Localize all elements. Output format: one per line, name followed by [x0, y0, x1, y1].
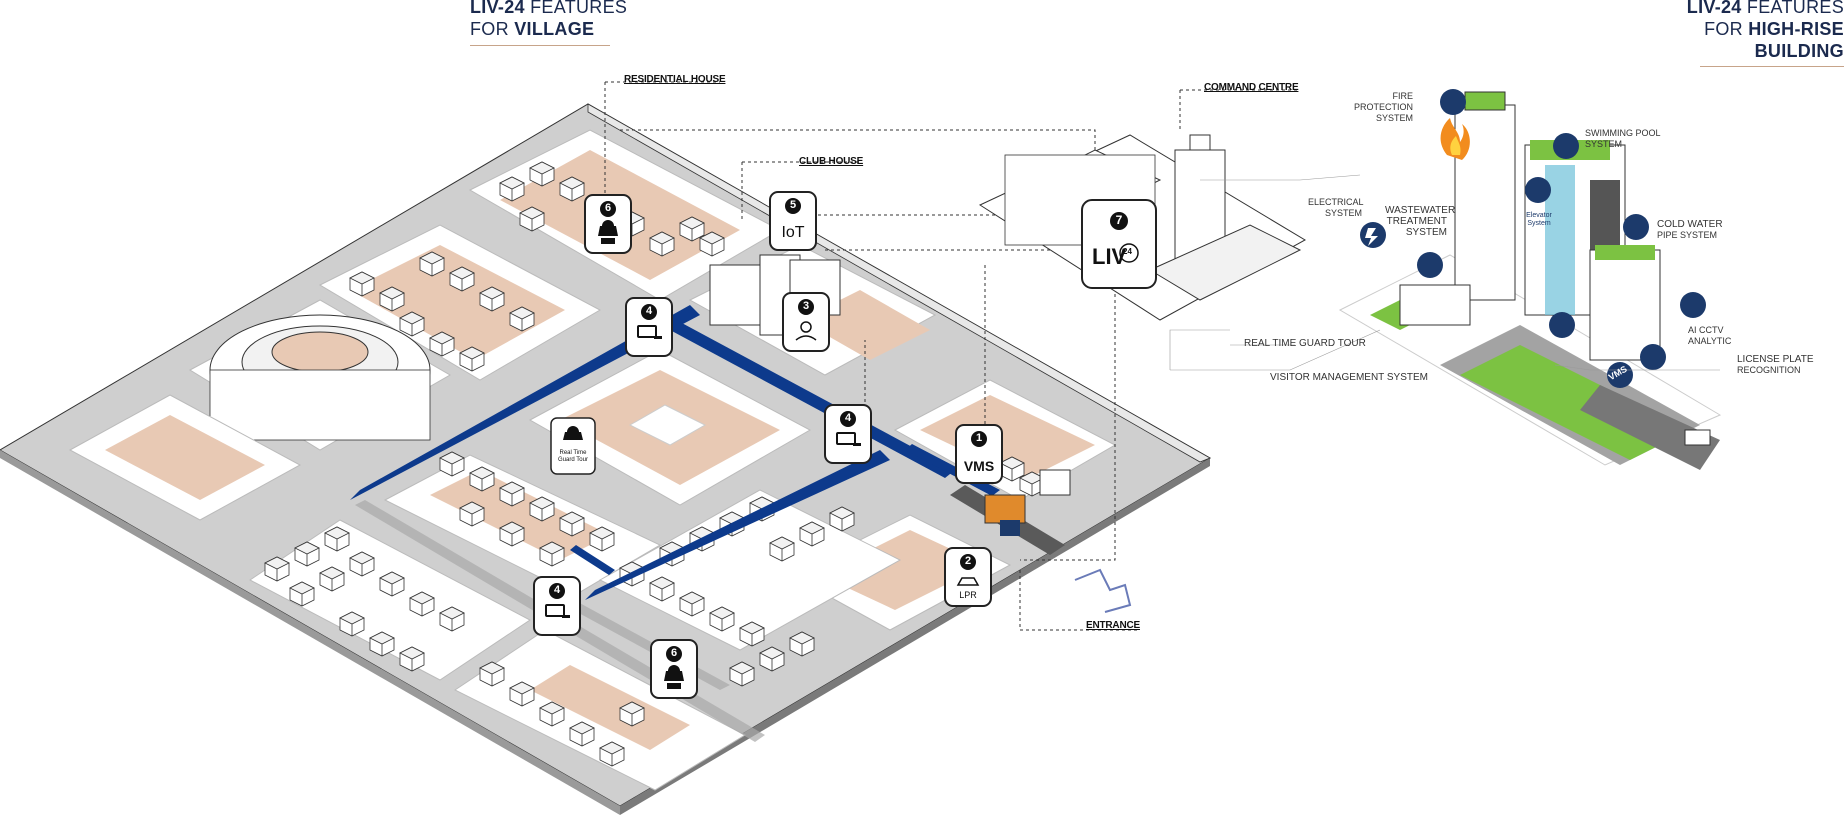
command-centre-building [978, 134, 1307, 321]
badge-1-text: VMS [963, 458, 995, 474]
ai-cctv-line1: AI CCTV [1688, 325, 1724, 335]
elevator-icon [1525, 177, 1551, 203]
village-title-word: VILLAGE [514, 19, 595, 39]
badge-7-superscript: 24 [1123, 247, 1132, 256]
highrise-title: LIV-24 FEATURES FOR HIGH-RISE BUILDING [1687, 0, 1844, 62]
badge-3-number: 3 [802, 300, 810, 312]
center-plaza-block [528, 349, 812, 506]
lpr-circle-icon [1640, 344, 1666, 370]
highrise-brand: LIV-24 [1686, 0, 1742, 17]
badge-4-middle-number: 4 [844, 412, 852, 424]
entrance-marker [1074, 568, 1132, 613]
badge-4-bottom-number: 4 [553, 584, 561, 596]
entrance-label: ENTRANCE [1086, 620, 1140, 631]
electrical-line1: ELECTRICAL [1308, 197, 1364, 207]
license-plate-line2: RECOGNITION [1737, 365, 1801, 375]
highrise-title-word: HIGH-RISE [1748, 19, 1844, 39]
guard-tour-small-line2: Guard Tour [558, 457, 588, 463]
badge-2-text: LPR [959, 590, 977, 600]
highrise-title-for: FOR [1704, 19, 1743, 39]
license-plate-line1: LICENSE PLATE [1737, 354, 1814, 365]
residential-block-topleft [318, 224, 602, 381]
electrical-callout: ELECTRICAL SYSTEM [1308, 197, 1364, 219]
stadium-block [188, 299, 452, 451]
highrise-complex [1338, 91, 1722, 470]
license-plate-callout: LICENSE PLATE RECOGNITION [1737, 354, 1814, 376]
badge-6-top-number: 6 [604, 202, 612, 214]
elevator-callout: Elevator System [1524, 212, 1554, 228]
wastewater-line2: TREATMENT [1386, 216, 1447, 227]
fire-protection-line2: SYSTEM [1375, 113, 1413, 123]
south-field-block [788, 514, 1012, 631]
village-brand: LIV-24 [470, 0, 525, 17]
wastewater-line1: WASTEWATER [1385, 205, 1456, 216]
badge-2-number: 2 [964, 555, 972, 567]
highrise-title-features: FEATURES [1746, 0, 1844, 17]
badge-5-text: IoT [781, 224, 805, 241]
badge-4-top-number: 4 [645, 305, 653, 317]
cold-water-callout: COLD WATER PIPE SYSTEM [1657, 219, 1723, 241]
ai-cctv-icon [1680, 292, 1706, 318]
elevator-line1: Elevator [1526, 212, 1552, 219]
swimming-pool-callout: SWIMMING POOL SYSTEM [1585, 128, 1661, 150]
badge-7-number: 7 [1115, 213, 1123, 227]
highrise-system-icons [1360, 89, 1706, 388]
guard-tour-small-line1: Real Time [559, 450, 587, 456]
fire-protection-icon [1440, 89, 1466, 115]
wastewater-icon [1417, 252, 1443, 278]
badge-6-bottom-number: 6 [670, 647, 678, 659]
swimming-pool-line2: SYSTEM [1585, 139, 1623, 149]
highrise-title-underline [1700, 66, 1844, 67]
swimming-pool-icon [1553, 133, 1579, 159]
highrise-title-word2: BUILDING [1754, 41, 1844, 61]
highrise-callout-lines [1169, 174, 1720, 371]
badge-1-number: 1 [975, 432, 983, 444]
residential-house-label: RESIDENTIAL HOUSE [624, 74, 726, 85]
residential-block-southeast [598, 489, 902, 651]
vms-circle-icon [1607, 362, 1633, 388]
fire-icon [1440, 118, 1470, 160]
guard-tour-small-text: Real Time Guard Tour [553, 450, 593, 464]
wastewater-callout: WASTEWATER TREATMENT SYSTEM [1385, 205, 1456, 238]
entrance-gate [984, 469, 1071, 536]
cold-water-line2: PIPE SYSTEM [1657, 230, 1718, 240]
blue-road-network [350, 305, 1000, 600]
cold-water-icon [1623, 214, 1649, 240]
cold-water-line1: COLD WATER [1657, 219, 1723, 230]
elevator-line2: System [1527, 220, 1551, 227]
ai-cctv-line2: ANALYTIC [1688, 336, 1732, 346]
electrical-icon [1360, 222, 1386, 248]
club-house-label: CLUB HOUSE [799, 156, 864, 167]
guard-tour-icon [1549, 312, 1575, 338]
command-centre-label: COMMAND CENTRE [1204, 82, 1299, 93]
ai-cctv-callout: AI CCTV ANALYTIC [1688, 325, 1731, 347]
village-title-underline [470, 45, 610, 46]
badge-5-number: 5 [789, 199, 797, 211]
fire-protection-line1: FIRE PROTECTION [1353, 91, 1413, 112]
village-title-features: FEATURES [530, 0, 628, 17]
swimming-pool-line1: SWIMMING POOL [1585, 128, 1661, 138]
badge-7-text: LIV [1092, 244, 1127, 269]
village-title-for: FOR [470, 19, 509, 39]
wastewater-line3: SYSTEM [1405, 227, 1447, 238]
fire-protection-callout: FIRE PROTECTION SYSTEM [1353, 91, 1413, 124]
visitor-management-system-label: VISITOR MANAGEMENT SYSTEM [1270, 372, 1428, 383]
electrical-line2: SYSTEM [1324, 208, 1362, 218]
field-block-left [68, 394, 302, 521]
village-title: LIV-24 FEATURES FOR VILLAGE [470, 0, 627, 40]
real-time-guard-tour-label: REAL TIME GUARD TOUR [1244, 338, 1366, 349]
